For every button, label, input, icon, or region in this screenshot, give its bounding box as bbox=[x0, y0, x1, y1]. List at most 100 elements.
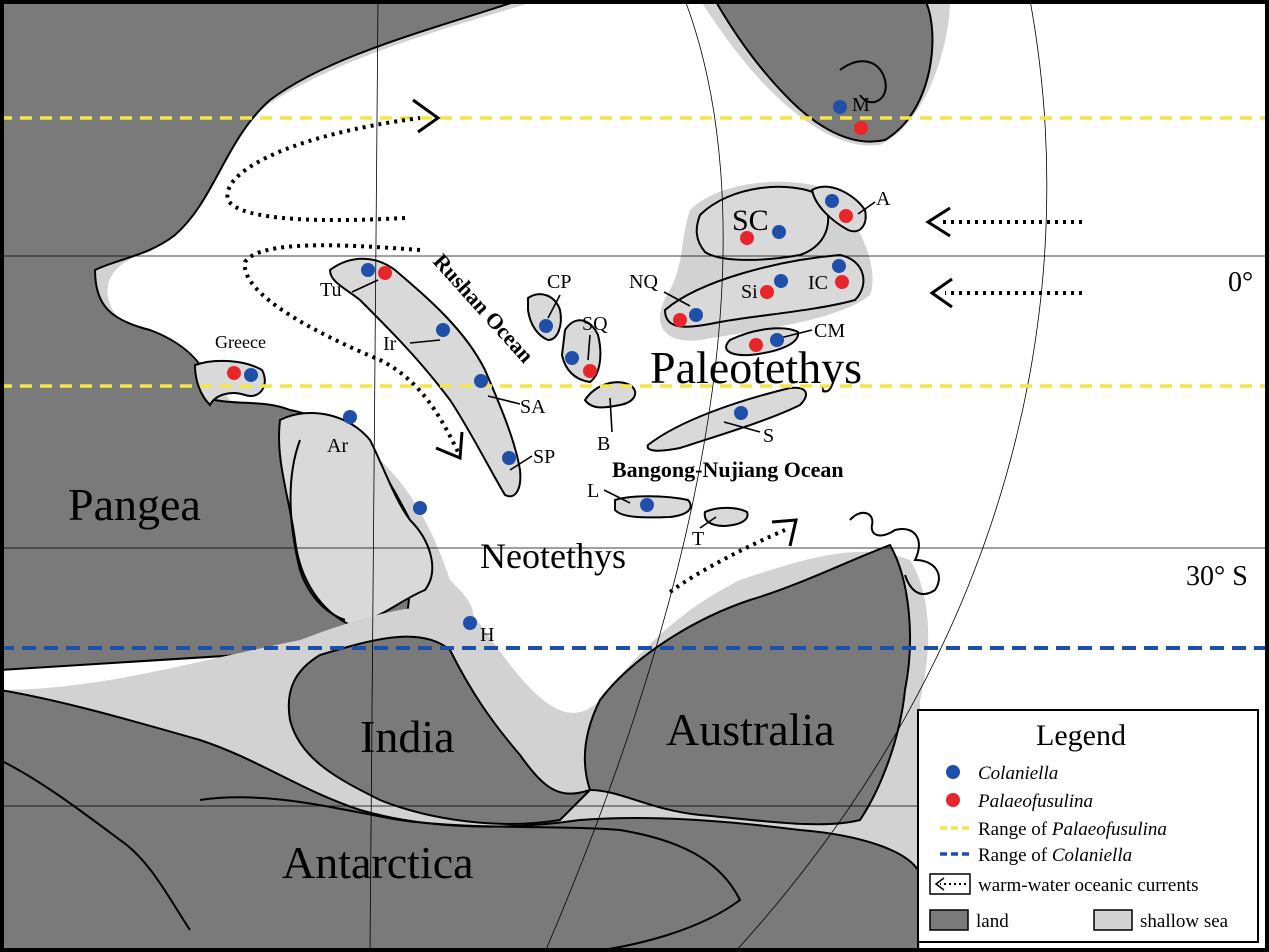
site-label-greece: Greece bbox=[215, 332, 266, 352]
label-latitude-0: 0° bbox=[1228, 267, 1253, 298]
site-label-s: S bbox=[763, 425, 774, 447]
dot-colaniella-unlabeled bbox=[413, 501, 427, 515]
block-arabia bbox=[278, 412, 434, 627]
dot-colaniella-a bbox=[825, 194, 839, 208]
legend-shallow-sea-label: shallow sea bbox=[1140, 911, 1229, 932]
outline-arabia-inner bbox=[289, 439, 346, 621]
legend-title: Legend bbox=[1036, 719, 1126, 752]
legend-land-swatch bbox=[929, 909, 969, 931]
land-m-block bbox=[713, 0, 934, 143]
outline-antarctica-coast bbox=[0, 759, 191, 931]
arrowhead-icon bbox=[435, 431, 464, 461]
site-label-nq: NQ bbox=[629, 271, 658, 293]
dot-palaeofusulina-nq bbox=[673, 313, 687, 327]
dot-colaniella-cp bbox=[539, 319, 553, 333]
site-label-tu: Tu bbox=[320, 279, 342, 301]
current-arrow-neotethys bbox=[668, 528, 786, 594]
current-arrow-nw bbox=[225, 116, 421, 223]
block-cp bbox=[527, 293, 562, 342]
label-paleotethys: Paleotethys bbox=[650, 342, 862, 393]
dot-colaniella-greece bbox=[244, 368, 258, 382]
dot-colaniella-h bbox=[463, 616, 477, 630]
outline-m-block-inner bbox=[839, 60, 887, 104]
graticule-meridian-c bbox=[369, 0, 379, 952]
legend: Legend Colaniella Palaeofusulina Range o… bbox=[917, 709, 1259, 943]
arrowhead-icon bbox=[929, 277, 953, 309]
site-label-sq: SQ bbox=[582, 313, 608, 335]
site-pointer-lines bbox=[351, 201, 876, 529]
legend-land-label: land bbox=[976, 911, 1009, 932]
dot-colaniella-sc bbox=[772, 225, 786, 239]
label-pangea: Pangea bbox=[68, 479, 201, 530]
legend-range-palaeofusulina-label: Range of Palaeofusulina bbox=[978, 819, 1167, 840]
dot-palaeofusulina-sc bbox=[740, 231, 754, 245]
label-australia: Australia bbox=[666, 704, 835, 755]
outline-antarctica-inner bbox=[199, 796, 742, 952]
dot-palaeofusulina-ic bbox=[835, 275, 849, 289]
dot-colaniella-l bbox=[640, 498, 654, 512]
dot-palaeofusulina-m bbox=[854, 121, 868, 135]
dot-palaeofusulina-tu bbox=[378, 266, 392, 280]
site-label-ar: Ar bbox=[327, 435, 348, 457]
land-australia bbox=[583, 543, 911, 826]
dot-colaniella-si bbox=[774, 274, 788, 288]
legend-colaniella-dot bbox=[946, 765, 960, 779]
dot-colaniella-ic bbox=[832, 259, 846, 273]
occurrence-dots bbox=[227, 100, 868, 630]
label-india: India bbox=[360, 711, 455, 762]
site-label-sc: SC bbox=[732, 204, 769, 237]
block-cimmerian-strip bbox=[328, 257, 522, 498]
block-south-china bbox=[695, 185, 830, 261]
arrowhead-icon bbox=[925, 206, 951, 238]
dot-colaniella-m bbox=[833, 100, 847, 114]
site-label-sa: SA bbox=[520, 396, 546, 418]
site-label-si: Si bbox=[741, 281, 758, 303]
dot-palaeofusulina-sq bbox=[583, 364, 597, 378]
legend-colaniella-label: Colaniella bbox=[978, 763, 1058, 784]
legend-palaeofusulina-dot bbox=[946, 793, 960, 807]
graticule-meridian-b bbox=[734, 0, 1048, 952]
dot-palaeofusulina-a bbox=[839, 209, 853, 223]
site-label-ic: IC bbox=[808, 272, 828, 294]
site-label-ir: Ir bbox=[383, 333, 397, 355]
site-label-h: H bbox=[480, 624, 494, 646]
arrowhead-icon bbox=[771, 518, 798, 547]
legend-palaeofusulina-label: Palaeofusulina bbox=[977, 791, 1093, 812]
site-label-l: L bbox=[587, 480, 599, 502]
block-t bbox=[703, 506, 749, 528]
dot-colaniella-s bbox=[734, 406, 748, 420]
site-label-sp: SP bbox=[533, 446, 555, 468]
dot-colaniella-nq bbox=[689, 308, 703, 322]
block-a bbox=[810, 185, 867, 233]
dot-colaniella-sq bbox=[565, 351, 579, 365]
site-label-cm: CM bbox=[814, 320, 845, 342]
arrowhead-icon bbox=[412, 98, 441, 134]
label-neotethys: Neotethys bbox=[480, 536, 626, 576]
label-latitude-30s: 30° S bbox=[1186, 561, 1248, 592]
legend-range-colaniella-label: Range of Colaniella bbox=[978, 845, 1132, 866]
site-label-cp: CP bbox=[547, 271, 571, 293]
dot-palaeofusulina-cm bbox=[749, 338, 763, 352]
dot-colaniella-ir bbox=[436, 323, 450, 337]
block-s bbox=[646, 386, 807, 452]
graticule-meridian-a bbox=[544, 0, 724, 952]
site-label-t: T bbox=[692, 528, 704, 550]
dot-colaniella-cm bbox=[770, 333, 784, 347]
arrowhead-icon bbox=[934, 877, 945, 891]
legend-shallow-sea-swatch bbox=[1093, 909, 1133, 931]
site-label-b: B bbox=[597, 433, 610, 455]
dot-colaniella-sa bbox=[474, 374, 488, 388]
dot-colaniella-tu bbox=[361, 263, 375, 277]
outline-island-ne bbox=[849, 511, 940, 595]
site-label-a: A bbox=[876, 188, 891, 210]
dot-palaeofusulina-si bbox=[760, 285, 774, 299]
dot-colaniella-ar bbox=[343, 410, 357, 424]
dot-colaniella-sp bbox=[502, 451, 516, 465]
dot-palaeofusulina-greece bbox=[227, 366, 241, 380]
legend-current-label: warm-water oceanic currents bbox=[978, 875, 1199, 896]
site-label-m: M bbox=[852, 94, 870, 116]
label-bangong-nujiang-ocean: Bangong-Nujiang Ocean bbox=[612, 457, 844, 482]
legend-box bbox=[917, 709, 1259, 943]
